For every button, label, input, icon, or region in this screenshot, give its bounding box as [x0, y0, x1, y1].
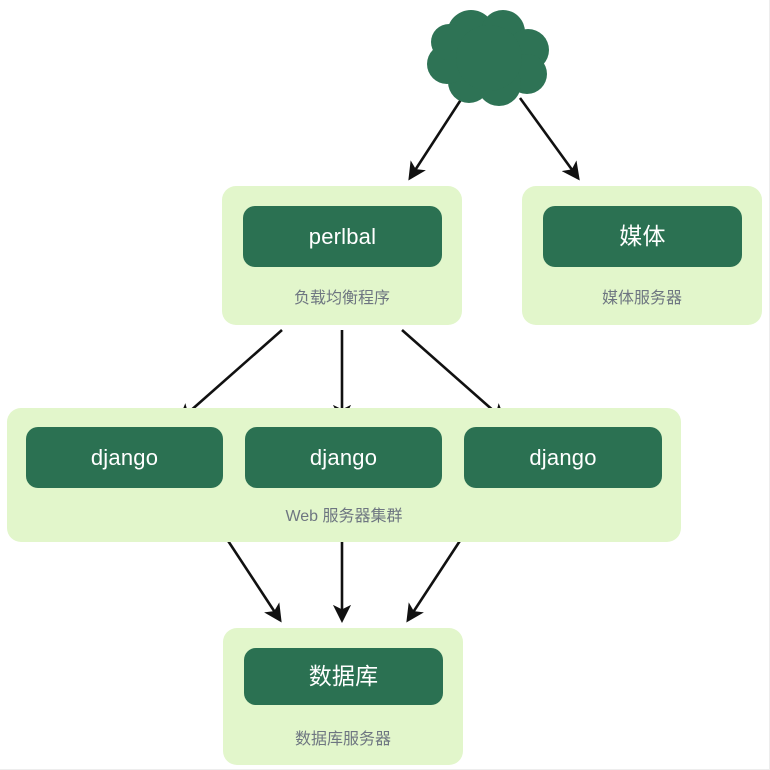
- node-django-1-label: django: [90, 444, 159, 470]
- group-web-cluster-caption: Web 服务器集群: [285, 508, 403, 525]
- edge-cloud-to-media: [518, 97, 580, 181]
- node-perlbal-label: perlbal: [308, 223, 377, 249]
- edge-perlbal-to-django-1: [177, 329, 283, 423]
- edge-perlbal-to-django-3: [401, 329, 507, 423]
- node-django-3-label: django: [529, 444, 597, 470]
- node-django-2-label: django: [309, 444, 378, 470]
- node-database[interactable]: 数据库: [244, 648, 443, 705]
- cloud-icon: [427, 10, 549, 106]
- node-media-server-label: 媒体: [619, 223, 666, 249]
- node-django-1[interactable]: django: [26, 427, 223, 488]
- node-media-server[interactable]: 媒体: [543, 206, 742, 267]
- group-load-balancer-caption: 负载均衡程序: [293, 290, 390, 307]
- node-django-3[interactable]: django: [464, 427, 662, 488]
- node-django-2[interactable]: django: [245, 427, 442, 488]
- group-media-caption: 媒体服务器: [601, 290, 682, 307]
- node-perlbal[interactable]: perlbal: [243, 206, 442, 267]
- group-database-caption: 数据库服务器: [294, 731, 391, 748]
- node-database-label: 数据库: [308, 663, 379, 689]
- edge-cloud-to-load-balancer: [408, 97, 464, 181]
